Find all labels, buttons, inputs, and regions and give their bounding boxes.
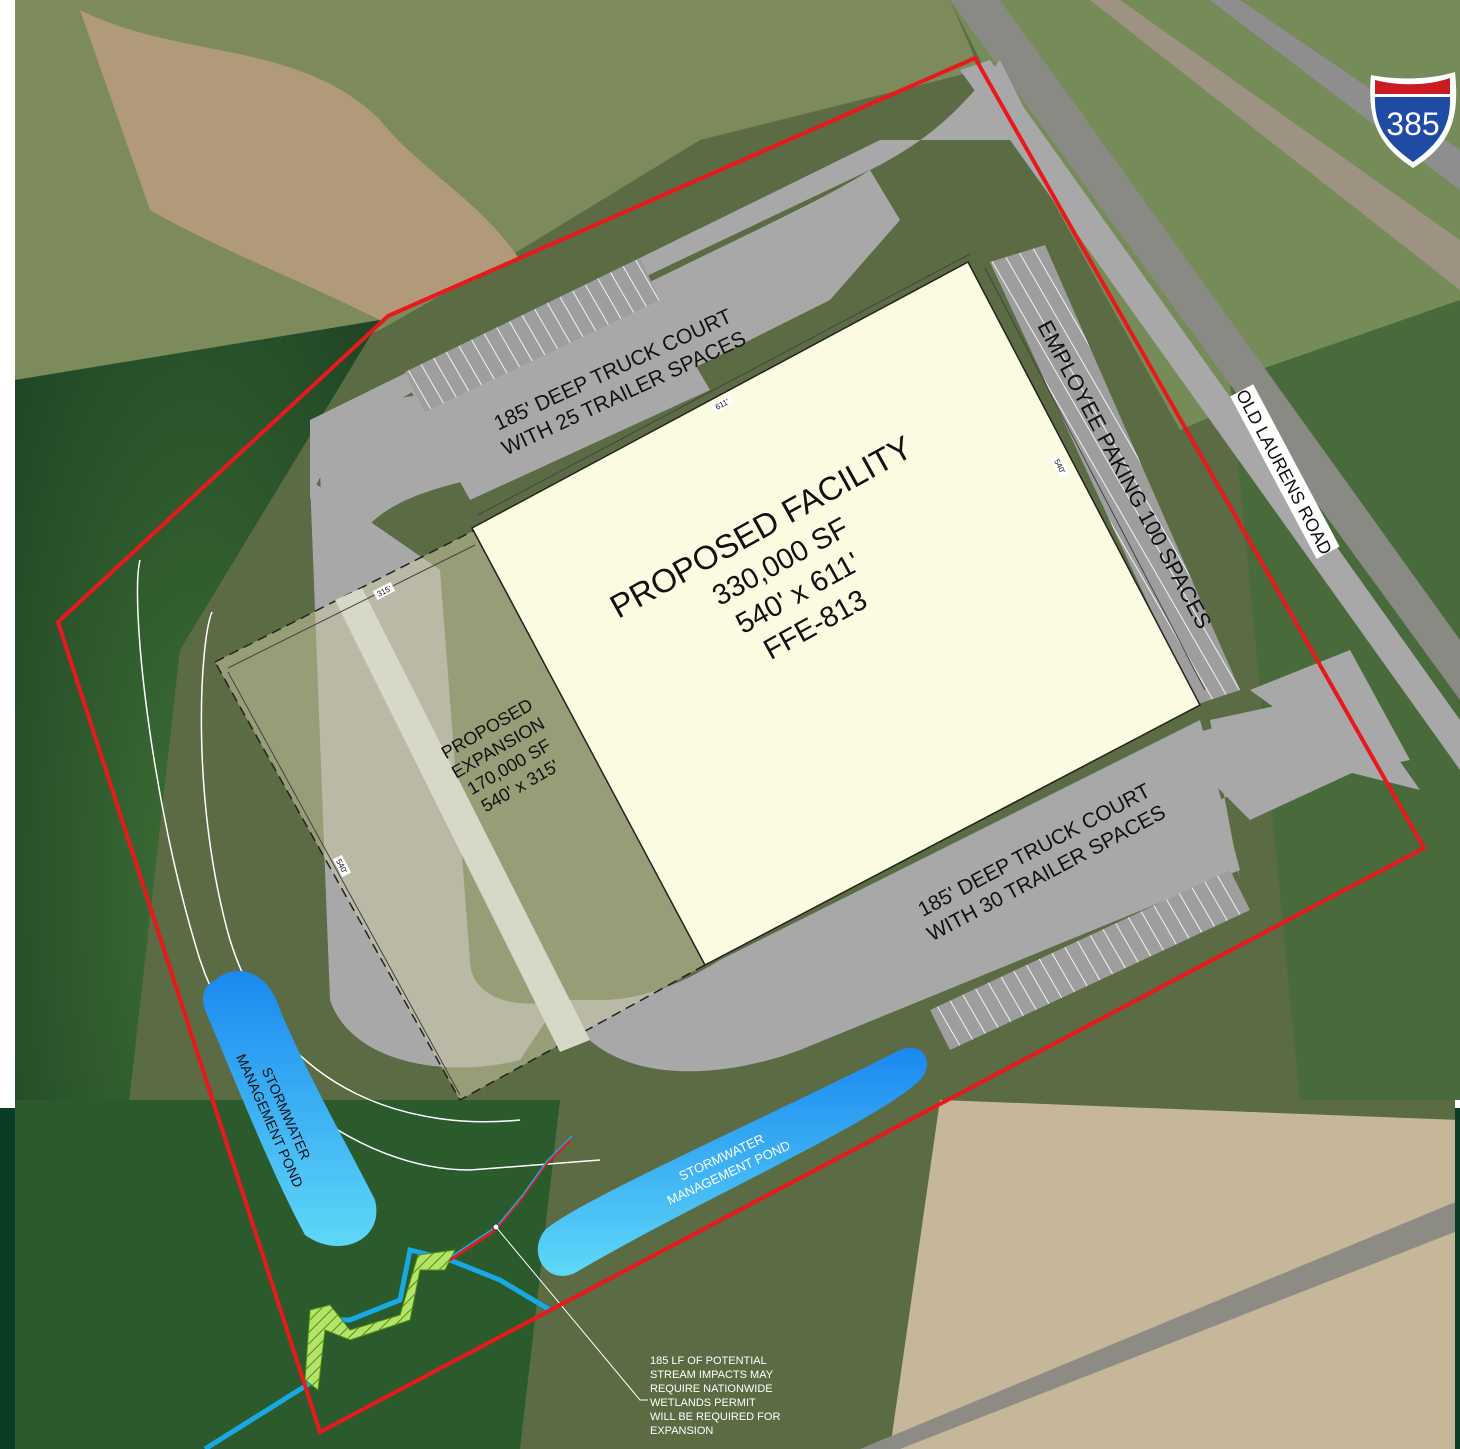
facility-width-dim-line <box>984 267 1206 691</box>
stream-note-line3: REQUIRE NATIONWIDE <box>650 1383 773 1395</box>
old-laurens-road <box>960 60 1460 770</box>
fire-lane-outline <box>136 559 601 1171</box>
stormwater-pond-south <box>537 1047 928 1276</box>
north-trailer-stalls <box>405 258 660 412</box>
fire-lane-inner-outline <box>200 611 521 1123</box>
employee-parking-stalls <box>990 245 1240 705</box>
proposed-facility-building <box>470 260 1202 967</box>
expansion-length-dim-line <box>227 544 476 669</box>
stream-impact-line <box>449 1138 572 1262</box>
stream-note-line5: WILL BE REQUIRED FOR <box>650 1411 780 1423</box>
stream-note-line2: STREAM IMPACTS MAY <box>650 1369 774 1381</box>
expansion-drive-lane <box>335 588 590 1052</box>
facility-length-dim-line <box>477 253 971 516</box>
stream-note-line1: 185 LF OF POTENTIAL <box>650 1355 767 1367</box>
stream-impact-note: 185 LF OF POTENTIAL STREAM IMPACTS MAY R… <box>650 1355 780 1437</box>
property-boundary <box>55 55 1427 1435</box>
stream-note-line6: EXPANSION <box>650 1425 713 1437</box>
interstate-shield-icon: 385 <box>1370 72 1457 168</box>
stormwater-pond-west <box>203 971 377 1247</box>
interstate-shield-number: 385 <box>1386 106 1439 142</box>
south-trailer-stalls <box>930 870 1250 1050</box>
wetland-impact-area <box>304 1249 456 1391</box>
stream-note-line4: WETLANDS PERMIT <box>650 1397 756 1409</box>
stream-impact-line-inner <box>451 1135 573 1257</box>
expansion-width-dim-line <box>227 671 461 1096</box>
stream-note-leader <box>495 1226 648 1401</box>
